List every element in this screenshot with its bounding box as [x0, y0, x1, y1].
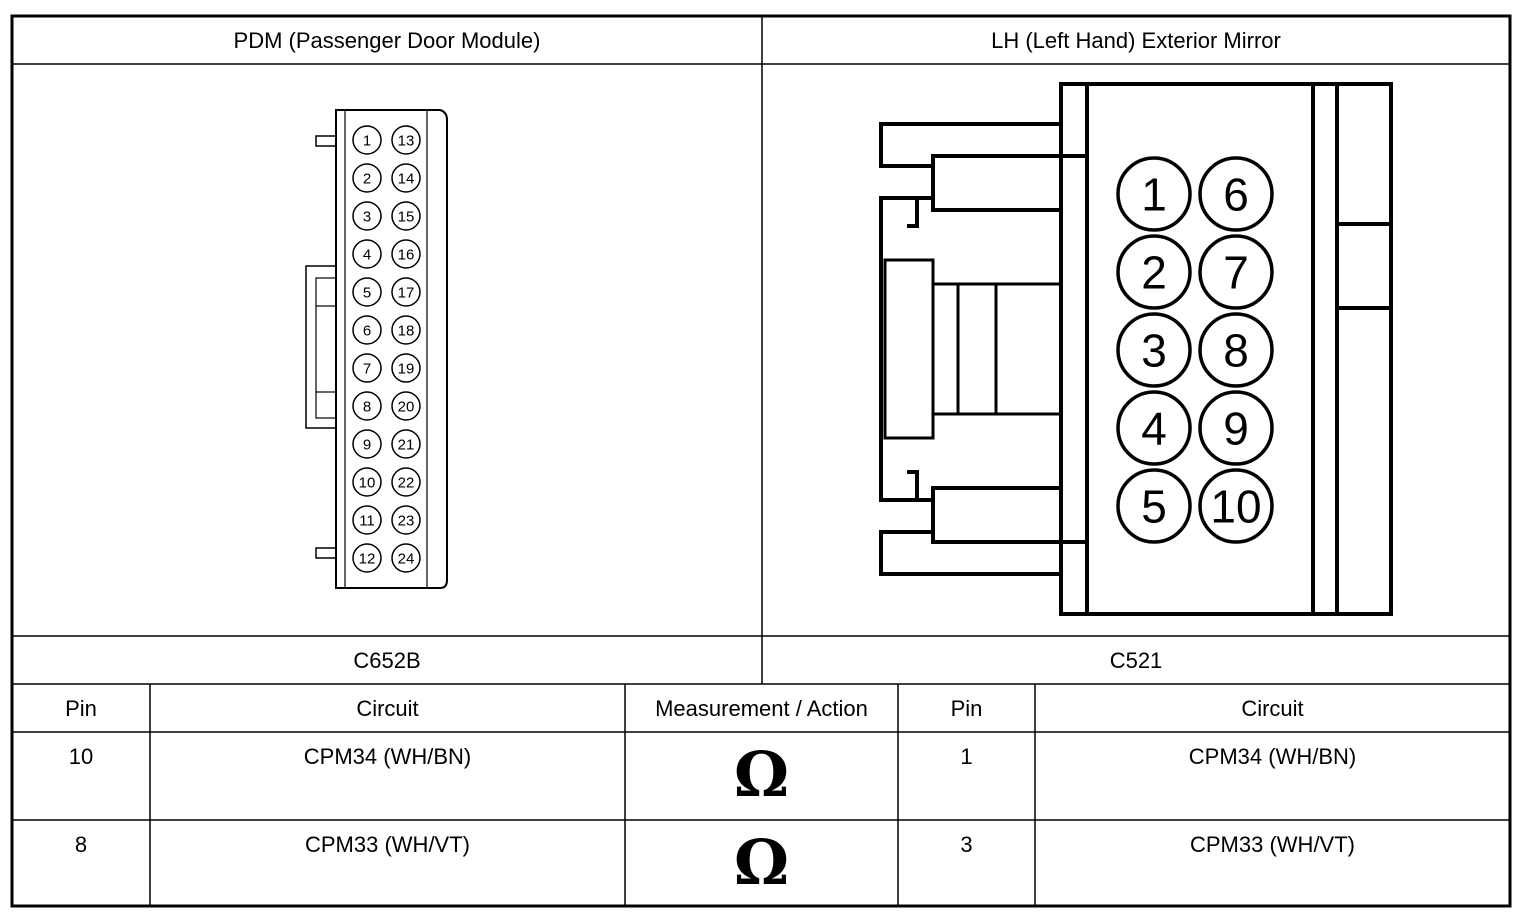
pin-number: 3 — [1141, 325, 1167, 377]
pin-number: 9 — [363, 436, 371, 453]
pin-number: 2 — [363, 170, 371, 187]
pin-circle — [352, 315, 382, 345]
pin-number: 23 — [398, 512, 415, 529]
pin-circle — [391, 315, 421, 345]
mirror-connector-code: C521 — [1109, 648, 1163, 673]
row1-ohm-icon: Ω — [733, 738, 790, 811]
pin-number: 8 — [363, 398, 371, 415]
pdm-title: PDM (Passenger Door Module) — [233, 28, 541, 53]
pin-circle — [352, 353, 382, 383]
pin-circle — [352, 429, 382, 459]
pin-number: 4 — [1141, 403, 1167, 455]
pin-circle — [391, 201, 421, 231]
pin-number: 6 — [363, 322, 371, 339]
pin-number: 19 — [398, 360, 415, 377]
mirror-connector-drawing — [879, 82, 1393, 616]
row1-pin-a: 10 — [68, 744, 94, 769]
pin-circle — [352, 201, 382, 231]
row1-pin-b: 1 — [960, 744, 973, 769]
mirror-pins-right-column: 6 7 8 9 10 — [1198, 156, 1274, 544]
pin-circle — [391, 353, 421, 383]
pin-number: 21 — [398, 436, 415, 453]
pin-circle — [1198, 234, 1274, 310]
header-circuit-b: Circuit — [1241, 696, 1304, 721]
row2-pin-b: 3 — [960, 832, 973, 857]
pin-number: 10 — [1210, 481, 1261, 533]
mirror-pins-left-column: 1 2 3 4 5 — [1116, 156, 1192, 544]
pin-number: 11 — [359, 512, 375, 529]
pin-circle — [1116, 468, 1192, 544]
pin-number: 4 — [363, 246, 371, 263]
pin-circle — [352, 467, 382, 497]
pin-circle — [352, 239, 382, 269]
row2-circuit-a: CPM33 (WH/VT) — [305, 832, 470, 857]
row2-circuit-b: CPM33 (WH/VT) — [1190, 832, 1355, 857]
pin-circle — [391, 163, 421, 193]
pin-circle — [1198, 156, 1274, 232]
pin-circle — [391, 505, 421, 535]
pin-circle — [391, 429, 421, 459]
pin-circle — [391, 239, 421, 269]
pin-circle — [352, 163, 382, 193]
pin-number: 12 — [359, 550, 376, 567]
row1-circuit-a: CPM34 (WH/BN) — [303, 744, 472, 769]
pin-circle — [1198, 312, 1274, 388]
mirror-title: LH (Left Hand) Exterior Mirror — [991, 28, 1281, 53]
pin-circle — [391, 467, 421, 497]
row2-pin-a: 8 — [74, 832, 88, 857]
pin-number: 2 — [1141, 247, 1167, 299]
pin-number: 13 — [398, 132, 415, 149]
pin-number: 8 — [1223, 325, 1249, 377]
pin-number: 17 — [398, 284, 415, 301]
pin-number: 9 — [1223, 403, 1249, 455]
pdm-connector-code: C652B — [353, 648, 421, 673]
pin-circle — [352, 125, 382, 155]
pin-circle — [391, 391, 421, 421]
pin-circle — [352, 391, 382, 421]
pin-number: 16 — [398, 246, 415, 263]
outer-frame — [10, 14, 1512, 908]
pin-number: 1 — [363, 132, 371, 149]
pin-circle — [391, 125, 421, 155]
pin-number: 18 — [398, 322, 415, 339]
header-pin-a: Pin — [65, 696, 97, 721]
header-measurement-action: Measurement / Action — [655, 696, 868, 721]
pin-number: 7 — [363, 360, 371, 377]
pin-number: 24 — [398, 550, 415, 567]
pin-circle — [1116, 390, 1192, 466]
pin-number: 3 — [363, 208, 371, 225]
pin-number: 22 — [398, 474, 415, 491]
pin-circle — [1198, 390, 1274, 466]
pin-circle — [391, 277, 421, 307]
pin-circle — [1116, 312, 1192, 388]
pin-number: 5 — [363, 284, 371, 301]
pin-number: 14 — [398, 170, 415, 187]
pin-number: 10 — [359, 474, 376, 491]
pin-circle — [1116, 234, 1192, 310]
pin-circle — [391, 543, 421, 573]
pin-number: 7 — [1223, 247, 1249, 299]
header-pin-b: Pin — [950, 696, 983, 721]
pdm-connector-drawing — [305, 109, 448, 589]
pin-number: 1 — [1141, 169, 1167, 221]
row1-circuit-b: CPM34 (WH/BN) — [1188, 744, 1357, 769]
pdm-pins-right-column: 13 14 15 16 17 18 19 20 21 22 23 24 — [391, 125, 421, 573]
pin-circle — [1198, 468, 1274, 544]
pin-circle — [1116, 156, 1192, 232]
pin-circle — [352, 543, 382, 573]
pin-number: 6 — [1223, 169, 1249, 221]
pin-number: 20 — [398, 398, 415, 415]
header-circuit-a: Circuit — [356, 696, 419, 721]
row2-ohm-icon: Ω — [733, 826, 790, 899]
pin-number: 15 — [398, 208, 415, 225]
pin-number: 5 — [1141, 481, 1167, 533]
pin-circle — [352, 505, 382, 535]
pin-circle — [352, 277, 382, 307]
